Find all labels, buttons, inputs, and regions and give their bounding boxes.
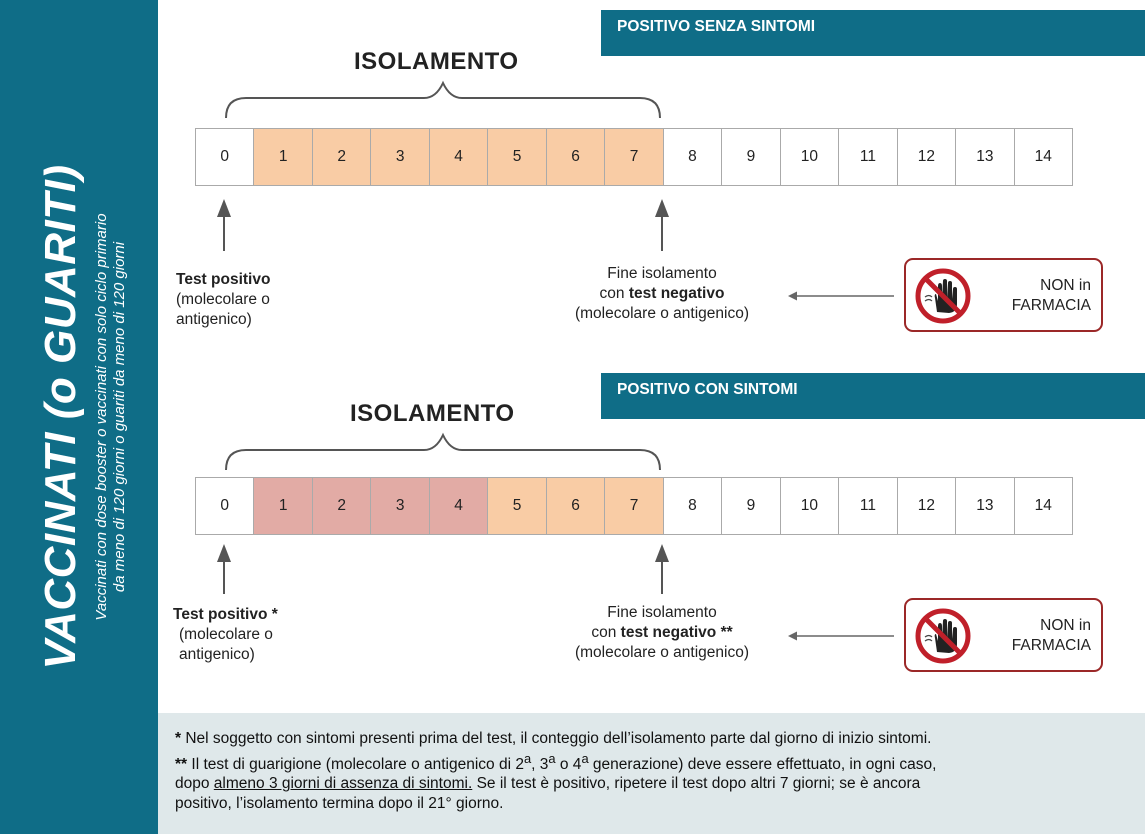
start-note: Test positivo * (molecolare o antigenico…: [173, 605, 278, 665]
up-arrow-icon: [655, 544, 669, 594]
sidebar-subtitle-line1: Vaccinati con dose booster o vaccinati c…: [93, 213, 110, 621]
day-cell: 0: [196, 478, 255, 534]
day-cell: 4: [429, 129, 489, 185]
pharmacy-warning: NON in FARMACIA: [904, 598, 1103, 672]
pharmacy-warning: NON in FARMACIA: [904, 258, 1103, 332]
footnote-2: ** Il test di guarigione (molecolare o a…: [175, 750, 937, 773]
start-note-line3: antigenico): [176, 311, 252, 328]
day-cell: 11: [839, 129, 898, 185]
sidebar-subtitle-line2: da meno di 120 giorni o guariti da meno …: [111, 241, 128, 593]
day-cell: 10: [781, 129, 840, 185]
day-cell: 12: [898, 478, 957, 534]
start-note-title: Test positivo *: [173, 606, 278, 623]
start-note-line2: (molecolare o: [176, 291, 270, 308]
end-note: Fine isolamento con test negativo ** (mo…: [548, 603, 776, 663]
end-note-prefix: con: [599, 285, 629, 302]
up-arrow-icon: [655, 199, 669, 251]
pharmacy-line2: FARMACIA: [1011, 297, 1091, 314]
sidebar-title: VACCINATI (o GUARITI): [36, 164, 85, 670]
end-note-line3: (molecolare o antigenico): [574, 644, 750, 661]
timeline-with-symptoms: 0 1 2 3 4 5 6 7 8 9 10 11 12 13 14: [195, 477, 1073, 535]
day-cell: 8: [664, 478, 723, 534]
day-cell: 0: [196, 129, 255, 185]
day-cell: 1: [254, 478, 313, 534]
pharmacy-line2: FARMACIA: [1011, 637, 1091, 654]
isolation-brace: [225, 432, 661, 471]
day-cell: 11: [839, 478, 898, 534]
footnotes: * Nel soggetto con sintomi presenti prim…: [158, 713, 1145, 834]
footnote-2-line2: dopo almeno 3 giorni di assenza di sinto…: [175, 775, 921, 793]
day-cell: 5: [488, 129, 547, 185]
end-note: Fine isolamento con test negativo (molec…: [548, 264, 776, 324]
day-cell: 12: [898, 129, 957, 185]
day-cell: 7: [605, 478, 664, 534]
day-cell: 6: [546, 129, 606, 185]
day-cell: 14: [1034, 148, 1052, 165]
no-entry-hand-icon: [915, 268, 971, 324]
day-cell: 4: [429, 478, 489, 534]
day-cell: 3: [371, 478, 430, 534]
start-note-line2: (molecolare o: [179, 626, 273, 643]
day-cell: 10: [781, 478, 840, 534]
end-note-bold: test negativo: [628, 285, 725, 302]
end-note-bold: test negativo **: [620, 624, 733, 641]
start-note-title: Test positivo: [176, 271, 271, 288]
end-note-line1: Fine isolamento: [607, 265, 717, 282]
no-entry-hand-icon: [915, 608, 971, 664]
up-arrow-icon: [217, 544, 231, 594]
end-note-prefix: con: [591, 624, 621, 641]
day-cell: 9: [722, 129, 781, 185]
banner-positive-no-symptoms: POSITIVO SENZA SINTOMI: [601, 10, 1145, 56]
day-cell: 3: [371, 129, 430, 185]
start-note-line3: antigenico): [179, 646, 255, 663]
day-cell: 8: [664, 129, 723, 185]
day-cell: 6: [546, 478, 606, 534]
up-arrow-icon: [217, 199, 231, 251]
isolation-label: ISOLAMENTO: [350, 400, 515, 427]
day-cell: 1: [254, 129, 313, 185]
start-note: Test positivo (molecolare o antigenico): [176, 270, 270, 330]
timeline-no-symptoms: 0 1 2 3 4 5 6 7 8 9 10 11 12 13 14: [195, 128, 1073, 186]
banner-positive-with-symptoms: POSITIVO CON SINTOMI: [601, 373, 1145, 419]
day-cell: 5: [488, 478, 547, 534]
day-cell: 7: [605, 129, 664, 185]
day-cell: 2: [312, 478, 372, 534]
footnote-1: * Nel soggetto con sintomi presenti prim…: [175, 730, 932, 747]
day-cell: 14: [1034, 497, 1052, 514]
end-note-line3: (molecolare o antigenico): [574, 305, 750, 322]
pharmacy-line1: NON in: [1040, 277, 1091, 294]
sidebar-rotated-text: VACCINATI (o GUARITI) Vaccinati con dose…: [0, 0, 158, 834]
end-note-line1: Fine isolamento: [607, 604, 717, 621]
day-cell: 13: [956, 129, 1015, 185]
left-arrow-icon: [788, 291, 894, 301]
footnote-2-line3: positivo, l’isolamento termina dopo il 2…: [175, 794, 504, 812]
day-cell: 2: [312, 129, 372, 185]
sidebar: VACCINATI (o GUARITI) Vaccinati con dose…: [0, 0, 158, 834]
day-cell: 9: [722, 478, 781, 534]
pharmacy-line1: NON in: [1040, 617, 1091, 634]
left-arrow-icon: [788, 631, 894, 641]
isolation-label: ISOLAMENTO: [354, 48, 519, 75]
day-cell: 13: [956, 478, 1015, 534]
isolation-brace: [225, 80, 661, 119]
